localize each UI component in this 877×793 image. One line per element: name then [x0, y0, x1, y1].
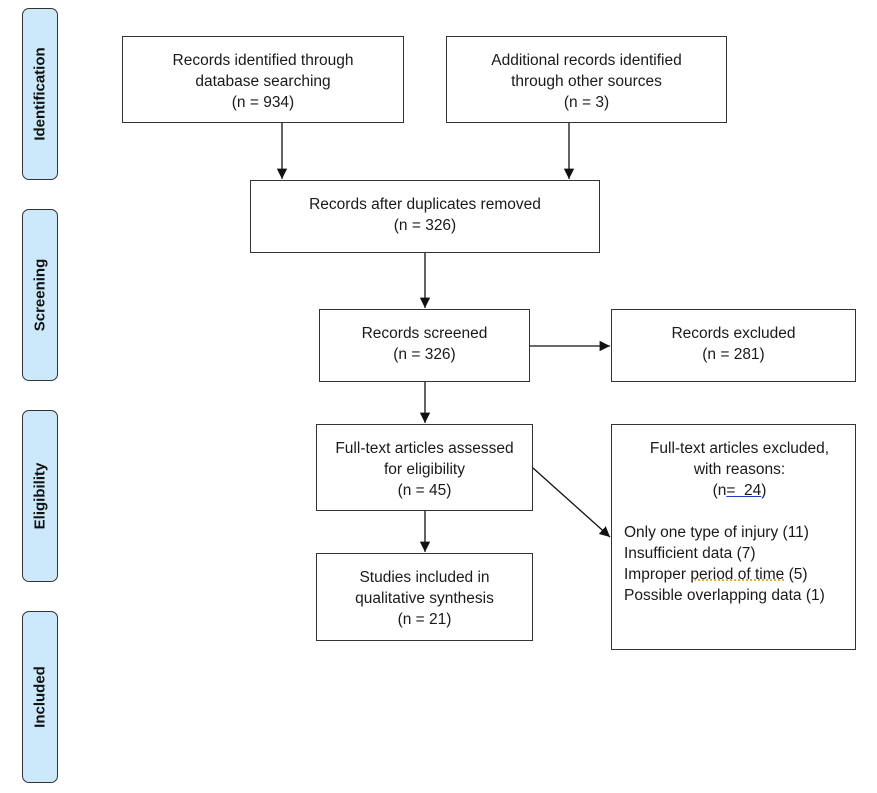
assessed-line1: Full-text articles assessed [335, 440, 514, 457]
exclusion-reason-3-plain: Improper [624, 566, 691, 583]
box-other-sources: Additional records identified through ot… [446, 36, 727, 123]
box-studies-included: Studies included in qualitative synthesi… [316, 553, 533, 641]
stage-eligibility: Eligibility [22, 410, 58, 582]
exclusion-reason-2: Insufficient data (7) [624, 545, 756, 562]
fulltext-excluded-count-suffix: ) [761, 482, 767, 499]
included-line2: qualitative synthesis [355, 590, 494, 607]
other-sources-line2: through other sources [511, 73, 662, 90]
other-sources-count: (n = 3) [563, 94, 610, 111]
exclusion-reason-1: Only one type of injury (11) [624, 524, 809, 541]
excluded-line1: Records excluded [671, 325, 796, 342]
box-duplicates-removed: Records after duplicates removed (n = 32… [250, 180, 600, 253]
other-sources-line1: Additional records identified [491, 52, 682, 69]
exclusion-reason-4: Possible overlapping data (1) [624, 587, 825, 604]
db-search-line1: Records identified through [172, 52, 354, 69]
stage-screening: Screening [22, 209, 58, 381]
screened-count: (n = 326) [393, 346, 456, 363]
box-database-search: Records identified through database sear… [122, 36, 404, 123]
arrow-assessed-to-fulltext-excluded [532, 467, 611, 538]
stage-included: Included [22, 611, 58, 783]
box-fulltext-excluded: Full-text articles excluded, with reason… [611, 424, 856, 650]
excluded-count: (n = 281) [702, 346, 765, 363]
exclusion-reason-3-tail: (5) [784, 566, 808, 583]
fulltext-excluded-line1: Full-text articles excluded, [649, 440, 830, 457]
duplicates-count: (n = 326) [393, 217, 457, 234]
box-fulltext-assessed: Full-text articles assessed for eligibil… [316, 424, 533, 511]
db-search-line2: database searching [195, 73, 331, 90]
box-records-excluded: Records excluded (n = 281) [611, 309, 856, 382]
fulltext-excluded-line2: with reasons: [693, 461, 786, 478]
included-line1: Studies included in [359, 569, 490, 586]
stage-identification: Identification [22, 8, 58, 180]
assessed-line2: for eligibility [384, 461, 465, 478]
duplicates-line1: Records after duplicates removed [309, 196, 541, 213]
exclusion-reason-3-marked: period of time [690, 566, 785, 583]
assessed-count: (n = 45) [397, 482, 452, 499]
screened-line1: Records screened [361, 325, 488, 342]
fulltext-excluded-count-value: = 24 [726, 482, 762, 499]
exclusion-reason-3: Improper period of time (5) [624, 564, 855, 585]
included-count: (n = 21) [397, 611, 452, 628]
fulltext-excluded-count-prefix: (n [712, 482, 727, 499]
fulltext-excluded-count: (n= 24) [624, 480, 855, 501]
box-records-screened: Records screened (n = 326) [319, 309, 530, 382]
db-search-count: (n = 934) [231, 94, 295, 111]
